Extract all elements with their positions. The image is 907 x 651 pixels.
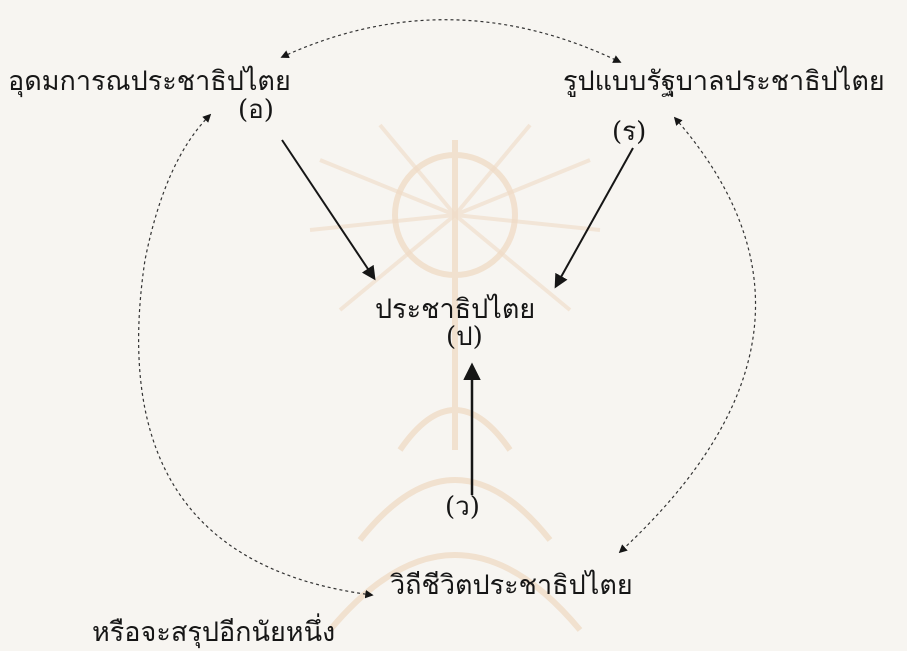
node-democracy-label: ประชาธิปไตย [375, 294, 536, 325]
arc-way-of-life-to-ideal [138, 113, 374, 599]
arrow-ideal-to-democracy [281, 139, 376, 281]
arc-government-to-way-of-life [618, 116, 756, 554]
footer-text: หรือจะสรุปอีกนัยหนึ่ง [92, 617, 336, 648]
node-government-code: (ร) [612, 117, 647, 147]
arc-ideal-to-government [280, 19, 622, 63]
node-democracy-code: (ป) [446, 322, 483, 352]
node-way-of-life-code: (ว) [445, 492, 480, 522]
node-government-label: รูปแบบรัฐบาลประชาธิปไตย [563, 66, 885, 97]
node-way-of-life-label: วิถีชีวิตประชาธิปไตย [390, 570, 633, 601]
node-ideal-label: อุดมการณประชาธิปไตย [8, 66, 291, 97]
node-ideal-code: (อ) [238, 95, 274, 125]
arrow-government-to-democracy [554, 147, 634, 289]
